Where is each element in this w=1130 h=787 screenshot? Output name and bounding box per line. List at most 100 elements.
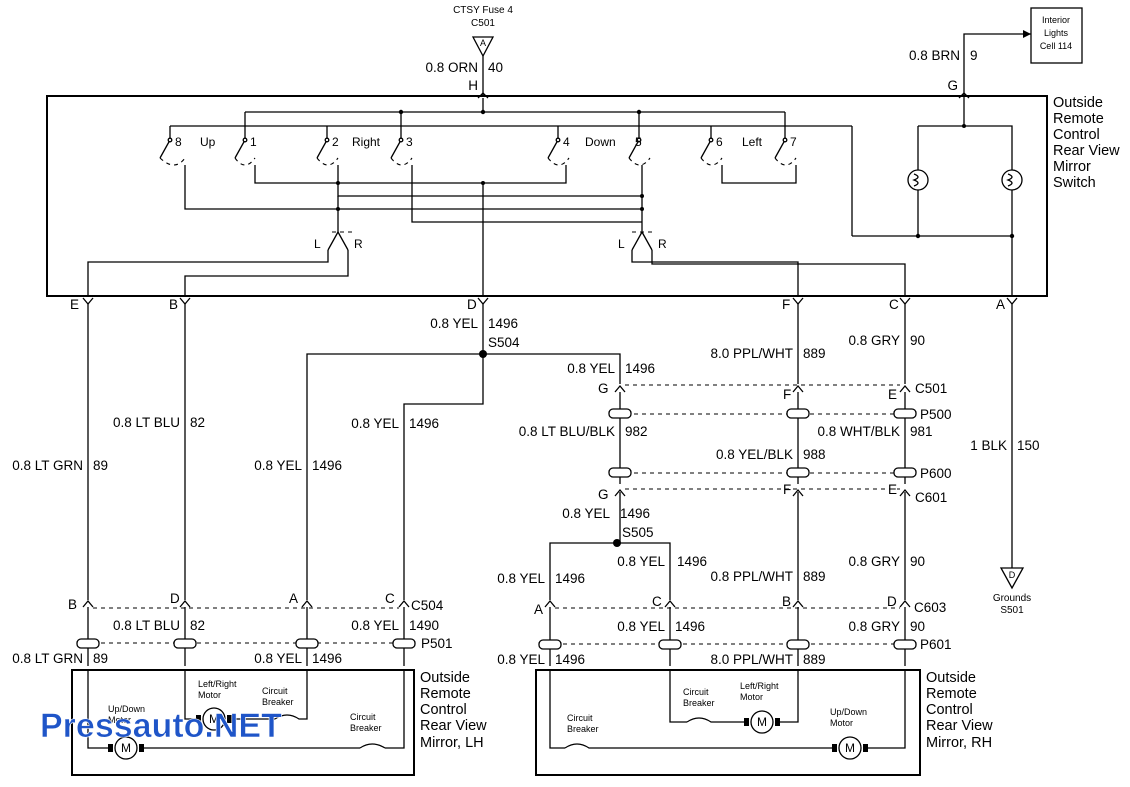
switch-title-line2: Remote — [1053, 111, 1104, 127]
lh-e-circuit: 89 — [93, 651, 108, 666]
rh-b-color: 8.0 PPL/WHT — [710, 652, 793, 667]
feed-pin-h: H — [468, 78, 478, 93]
switch-pins: E B D F C A — [70, 297, 1018, 312]
fuse-terminal-symbol — [471, 36, 495, 58]
switch-label-left: Left — [742, 135, 763, 149]
feed-wire-color: 0.8 ORN — [425, 60, 478, 75]
connector-c601: C601 — [915, 490, 947, 505]
selector-rh-left: L — [618, 237, 625, 251]
switch-pin-5: 5 — [635, 135, 642, 149]
mirror-rh-title-line1: Outside — [926, 670, 976, 686]
mirror-lh-title-line4: Rear View — [420, 718, 487, 734]
wire-lh-c-color: 0.8 YEL — [351, 416, 399, 431]
wire-rh-d-color: 0.8 GRY — [848, 554, 900, 569]
lh-leftright-label1: Left/Right — [198, 679, 237, 689]
lh-updown-motor-m: M — [121, 741, 131, 755]
rh-updown-label1: Up/Down — [830, 707, 867, 717]
wire-f-circuit: 889 — [803, 346, 826, 361]
rh-leftright-label2: Motor — [740, 692, 763, 702]
switch-pin-2: 2 — [332, 135, 339, 149]
lights-pin-g: G — [947, 78, 958, 93]
connector-p601: P601 — [920, 637, 952, 652]
rh-c-color: 0.8 YEL — [617, 619, 665, 634]
lh-leftright-motor-m: M — [209, 712, 219, 726]
c504-pin-a: A — [289, 591, 298, 606]
switch-title-line6: Switch — [1053, 175, 1096, 191]
wire-rh-a-circuit: 1496 — [555, 571, 585, 586]
c601-pin-e: E — [888, 482, 897, 497]
connector-c501-group: G F E C501 P500 0.8 LT BLU/BLK 982 0.8 W… — [519, 381, 952, 540]
mirror-switch-box — [46, 95, 1048, 297]
wire-f-yelblk-circuit: 988 — [803, 447, 826, 462]
lh-leftright-label2: Motor — [198, 690, 221, 700]
c501-pin-e: E — [888, 387, 897, 402]
wire-e-circuit: 89 — [93, 458, 108, 473]
wire-d-color: 0.8 YEL — [430, 316, 478, 331]
mirror-lh-title-line1: Outside — [420, 670, 470, 686]
rh-leftright-motor-m: M — [757, 715, 767, 729]
wire-c-color: 0.8 GRY — [848, 333, 900, 348]
lamp-left-icon — [907, 169, 929, 191]
interior-lights-feed: Interior Lights Cell 114 0.8 BRN 9 G — [909, 7, 1083, 99]
lh-leftright-motor-icon — [202, 707, 226, 731]
wire-f-color: 8.0 PPL/WHT — [710, 346, 793, 361]
wire-lh-c-circuit: 1496 — [409, 416, 439, 431]
switch-label-up: Up — [200, 135, 216, 149]
ground-pin: D — [1009, 570, 1016, 580]
harness-wires: D Grounds S501 — [87, 304, 1031, 616]
mirror-rh-title-line4: Rear View — [926, 718, 993, 734]
c603-pin-b: B — [782, 594, 791, 609]
wire-rh-c-circuit: 1496 — [677, 554, 707, 569]
rh-updown-motor-icon — [838, 736, 862, 760]
switch-title-line4: Rear View — [1053, 143, 1120, 159]
rh-d-circuit: 90 — [910, 619, 925, 634]
c501-pin-g: G — [598, 381, 609, 396]
lh-breaker2-label1: Circuit — [350, 712, 376, 722]
lh-a-color: 0.8 YEL — [254, 651, 302, 666]
lh-updown-label2: Motor — [108, 715, 131, 725]
fuse-connector-label: C501 — [471, 18, 495, 29]
switch-pin-d: D — [467, 297, 477, 312]
mirror-rh-title-line5: Mirror, RH — [926, 735, 992, 751]
ground-label-line1: Grounds — [993, 593, 1031, 604]
wire-a-circuit: 150 — [1017, 438, 1040, 453]
mirror-rh-title-line3: Control — [926, 702, 973, 718]
interior-lights-line2: Lights — [1044, 28, 1069, 38]
rh-breaker1-label2: Breaker — [683, 698, 715, 708]
wire-b-color: 0.8 LT BLU — [113, 415, 180, 430]
mirror-lh-title-line2: Remote — [420, 686, 471, 702]
rh-updown-label2: Motor — [830, 718, 853, 728]
lights-wire-circuit: 9 — [970, 48, 978, 63]
rh-breaker2-label2: Breaker — [567, 724, 599, 734]
wire-labels-upper: 0.8 YEL 1496 S504 0.8 LT GRN 89 0.8 LT B… — [12, 316, 1039, 473]
splice-s504: S504 — [488, 335, 520, 350]
switch-pin-e: E — [70, 297, 79, 312]
rh-a-color: 0.8 YEL — [497, 652, 545, 667]
selector-lh-left: L — [314, 237, 321, 251]
rh-leftright-label1: Left/Right — [740, 681, 779, 691]
wire-lh-a-circuit: 1496 — [312, 458, 342, 473]
mirror-lh-title-line5: Mirror, LH — [420, 735, 484, 751]
switch-internal-wiring: 8 Up 1 2 Right 3 4 Down 5 6 Left 7 L R L… — [87, 96, 1023, 296]
rh-updown-motor-m: M — [845, 741, 855, 755]
c504-pin-d: D — [170, 591, 180, 606]
lh-e-color: 0.8 LT GRN — [12, 651, 83, 666]
connector-c504: C504 — [411, 598, 444, 613]
connector-c501: C501 — [915, 381, 947, 396]
switch-title-line3: Control — [1053, 127, 1100, 143]
mirror-lh-box — [71, 669, 415, 776]
lh-a-circuit: 1496 — [312, 651, 342, 666]
wire-b-circuit: 82 — [190, 415, 205, 430]
connector-p501: P501 — [421, 636, 453, 651]
lh-breaker2-label2: Breaker — [350, 723, 382, 733]
switch-pin-7: 7 — [790, 135, 797, 149]
c504-pin-b: B — [68, 597, 77, 612]
mirror-rh-internals: Outside Remote Control Rear View Mirror,… — [549, 670, 993, 760]
fuse-pin-label: A — [480, 38, 486, 48]
switch-title-line1: Outside — [1053, 95, 1103, 111]
c601-pin-f: F — [783, 482, 791, 497]
switch-title: Outside Remote Control Rear View Mirror … — [1053, 95, 1120, 191]
switch-pin-f: F — [782, 297, 790, 312]
wire-g-ltblublk-color: 0.8 LT BLU/BLK — [519, 424, 615, 439]
c501-pin-f: F — [783, 387, 791, 402]
